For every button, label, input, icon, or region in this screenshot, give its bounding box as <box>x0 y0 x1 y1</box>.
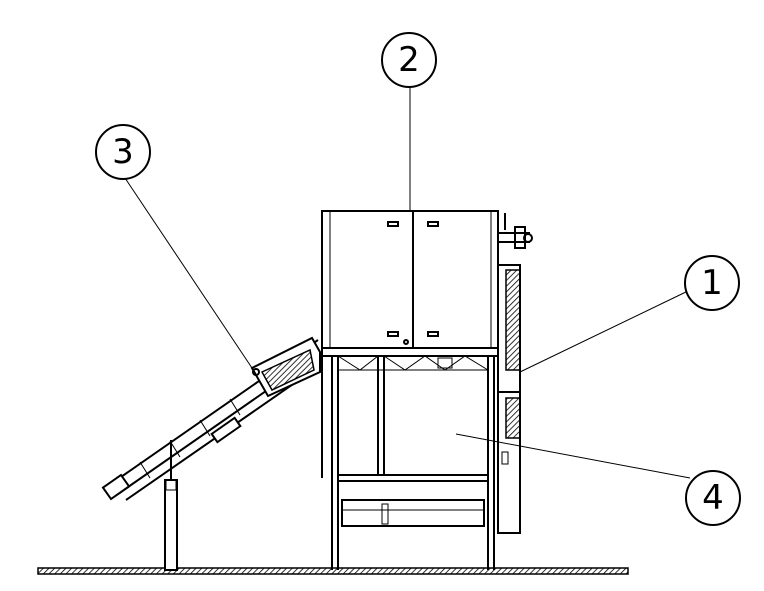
upper-cabinet <box>321 210 499 349</box>
leader-line-3 <box>124 177 253 369</box>
conveyor-leg <box>164 440 178 571</box>
callout-4: 4 <box>685 470 741 526</box>
callout-1: 1 <box>684 255 740 311</box>
leader-line-4 <box>455 433 691 479</box>
lower-frame <box>321 347 499 570</box>
callout-3-label: 3 <box>112 132 134 172</box>
callout-2: 2 <box>381 32 437 88</box>
callout-2-label: 2 <box>398 40 420 80</box>
inclined-conveyor <box>101 336 323 501</box>
callout-1-label: 1 <box>701 263 723 303</box>
pipe-fittings <box>498 213 533 249</box>
callout-4-label: 4 <box>702 478 724 518</box>
side-panel <box>497 264 521 534</box>
callout-3: 3 <box>95 124 151 180</box>
leader-line-1 <box>519 289 691 373</box>
